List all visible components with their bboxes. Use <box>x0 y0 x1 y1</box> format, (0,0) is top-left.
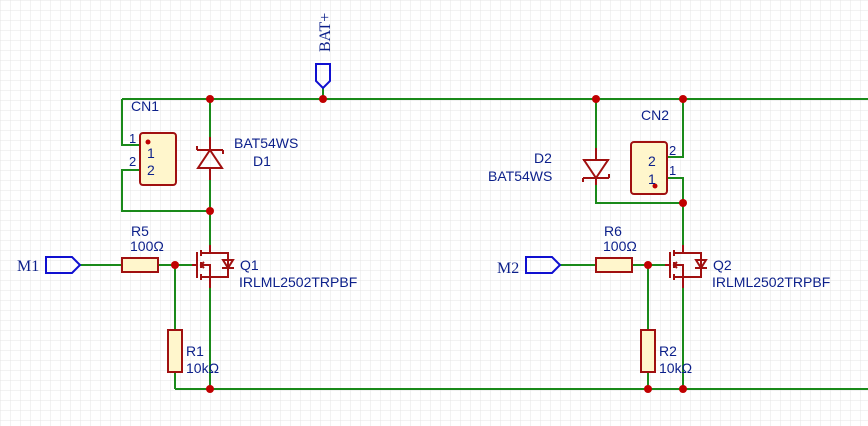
diode-d2[interactable]: D2 BAT54WS <box>488 148 610 185</box>
r2-ref: R2 <box>659 343 677 359</box>
resistor-r1[interactable]: R1 10kΩ <box>167 329 219 376</box>
r5-ref: R5 <box>131 223 149 239</box>
connector-cn2[interactable]: CN2 2 1 2 1 <box>630 107 676 195</box>
cn2-pin2-name: 2 <box>648 153 656 169</box>
cn1-pin1-name: 1 <box>147 145 155 161</box>
r1-ref: R1 <box>186 343 204 359</box>
cn1-pin2-name: 2 <box>147 162 155 178</box>
resistor-r2[interactable]: R2 10kΩ <box>640 329 692 376</box>
q2-ref: Q2 <box>713 257 732 273</box>
r5-value: 100Ω <box>130 238 164 254</box>
r1-value: 10kΩ <box>186 360 219 376</box>
cn2-pin1-name: 1 <box>648 171 656 187</box>
resistor-r5[interactable]: R5 100Ω <box>121 223 164 273</box>
m1-net-label: M1 <box>17 258 39 275</box>
d2-ref: D2 <box>534 150 552 166</box>
q2-value: IRLML2502TRPBF <box>712 274 830 290</box>
connector-cn1[interactable]: CN1 1 2 1 2 <box>129 98 177 186</box>
cn2-pin1-number: 1 <box>669 163 676 178</box>
r2-value: 10kΩ <box>659 360 692 376</box>
mosfet-q2[interactable]: Q2 IRLML2502TRPBF <box>665 245 830 290</box>
resistor-r6[interactable]: R6 100Ω <box>595 223 637 273</box>
cn1-ref: CN1 <box>131 98 159 114</box>
m1-net-flag[interactable]: M1 <box>17 256 82 275</box>
junctions <box>171 95 687 393</box>
cn2-pin2-number: 2 <box>669 143 676 158</box>
r6-ref: R6 <box>604 223 622 239</box>
cn2-ref: CN2 <box>641 107 669 123</box>
m2-net-label: M2 <box>497 260 519 277</box>
bat-net-label: BAT+ <box>317 13 334 52</box>
cn1-pin1-number: 1 <box>129 131 136 146</box>
mosfet-q1[interactable]: Q1 IRLML2502TRPBF <box>192 245 357 290</box>
d1-value: BAT54WS <box>234 135 298 151</box>
bat-net-flag[interactable]: BAT+ <box>315 13 334 90</box>
q1-value: IRLML2502TRPBF <box>239 274 357 290</box>
d2-value: BAT54WS <box>488 168 552 184</box>
r6-value: 100Ω <box>603 238 637 254</box>
d1-ref: D1 <box>253 153 271 169</box>
cn1-pin2-number: 2 <box>129 154 136 169</box>
diode-d1[interactable]: BAT54WS D1 <box>196 135 298 180</box>
q1-ref: Q1 <box>240 257 259 273</box>
m2-net-flag[interactable]: M2 <box>497 256 562 277</box>
